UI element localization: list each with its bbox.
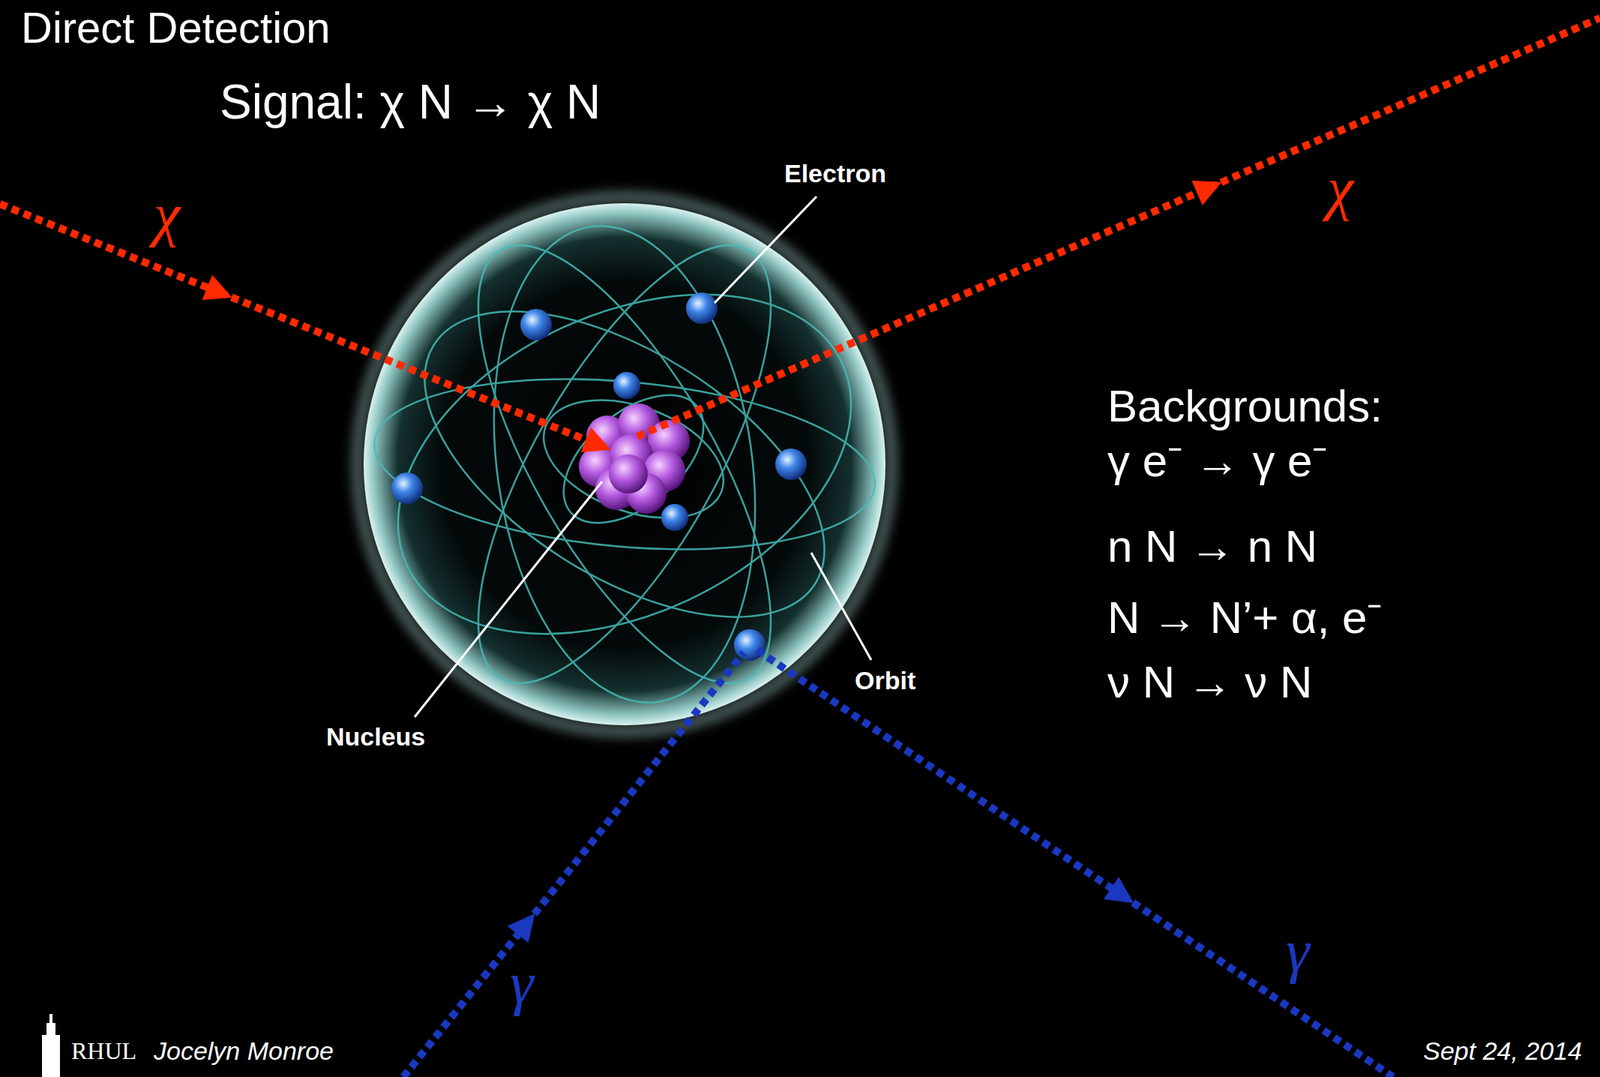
section-heading: Backgrounds: — [1107, 380, 1383, 432]
particle-label: χ — [1327, 153, 1354, 223]
atom-sphere — [363, 203, 886, 726]
particle-label: γ — [1285, 916, 1310, 986]
dark-matter-track — [0, 17, 1600, 445]
signal-reaction: Signal: χ N → χ N — [219, 74, 601, 131]
date-label: Sept 24, 2014 — [1423, 1036, 1583, 1066]
electron-spheres — [391, 292, 807, 661]
author-name: Jocelyn Monroe — [153, 1036, 334, 1066]
callout-label: Nucleus — [326, 722, 426, 752]
orbit-lines — [343, 204, 905, 724]
leader-lines — [414, 196, 872, 717]
background-reaction: ν N → ν N — [1107, 656, 1313, 708]
particle-label: γ — [509, 948, 534, 1018]
background-reaction: N → N’+ α, e⁻ — [1107, 591, 1382, 644]
background-reaction: γ e⁻ → γ e⁻ — [1107, 434, 1328, 487]
callout-label: Orbit — [854, 665, 916, 696]
atom-glow — [357, 197, 892, 732]
slide-title: Direct Detection — [20, 2, 331, 54]
institution-name: RHUL — [71, 1036, 137, 1065]
college-tower-icon — [41, 1013, 60, 1077]
background-reaction: n N → n N — [1107, 520, 1318, 573]
particle-label: χ — [153, 179, 180, 249]
photon-track — [403, 650, 1394, 1077]
callout-label: Electron — [784, 158, 887, 189]
